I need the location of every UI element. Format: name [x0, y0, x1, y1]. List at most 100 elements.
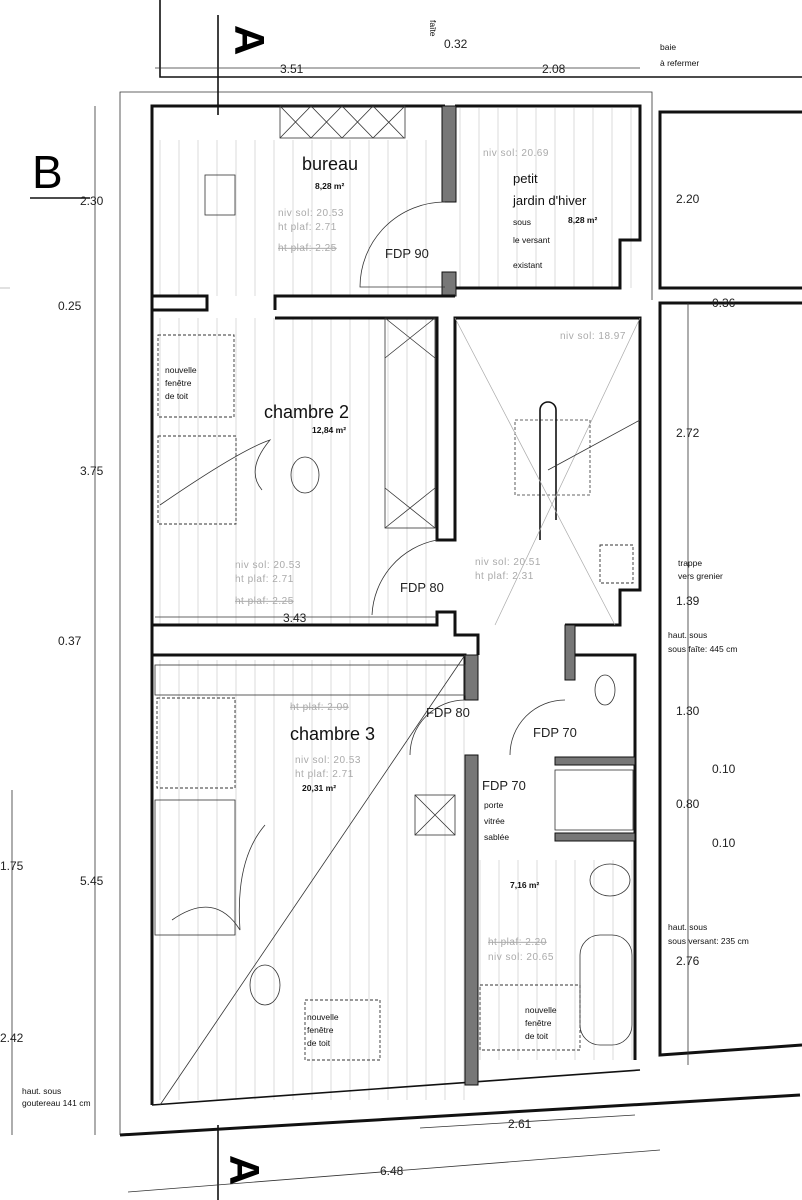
bed — [154, 799, 236, 936]
door-note: sablée — [484, 832, 509, 842]
dim-0-10-a: 0.10 — [712, 762, 736, 776]
skylight-label: fenêtre — [307, 1025, 334, 1035]
dim-1-30: 1.30 — [676, 704, 700, 718]
stair-hall: niv sol: 18.97 niv sol: 20.51 ht plaf: 2… — [475, 331, 723, 582]
dim-2-72: 2.72 — [676, 426, 700, 440]
room-jardin-hiver: niv sol: 20.69 petit jardin d'hiver sous… — [483, 148, 597, 270]
room-area: 12,84 m² — [312, 425, 346, 435]
skylight-label: fenêtre — [165, 378, 192, 388]
dim-3-51: 3.51 — [280, 62, 304, 76]
skylight-label: nouvelle — [307, 1012, 339, 1022]
dim-2-08: 2.08 — [542, 62, 566, 76]
dim-0-10-b: 0.10 — [712, 836, 736, 850]
door-label: FDP 90 — [385, 246, 429, 261]
door-label: FDP 80 — [400, 580, 444, 595]
old-ceiling-height: ht plaf: 2.09 — [290, 702, 349, 713]
dim-2-42: 2.42 — [0, 1031, 24, 1045]
skylight-label: nouvelle — [525, 1005, 557, 1015]
old-ceiling-height: ht plaf: 2.25 — [278, 243, 337, 254]
right-dimensions: 2.20 0.36 2.72 1.39 1.30 0.10 0.80 0.10 … — [676, 192, 736, 1065]
height-faite-line2: sous faîte: 445 cm — [668, 644, 737, 654]
walls — [150, 104, 642, 1105]
height-versant-line2: sous versant: 235 cm — [668, 936, 749, 946]
washbasin — [589, 863, 631, 897]
fixtures — [154, 105, 641, 1106]
baie-label: baie — [660, 42, 676, 52]
dim-2-30: 2.30 — [80, 194, 104, 208]
room-name: chambre 2 — [264, 402, 349, 422]
door-label: FDP 80 — [426, 705, 470, 720]
dim-3-75: 3.75 — [80, 464, 104, 478]
room-name-line: petit — [513, 171, 538, 186]
room-name-line: existant — [513, 260, 543, 270]
bottom-dimensions: 3.43 2.61 6.48 — [127, 611, 661, 1193]
wardrobe — [384, 317, 436, 529]
hatch-label: vers grenier — [678, 571, 723, 581]
room-bureau: bureau 8,28 m² niv sol: 20.53 ht plaf: 2… — [278, 154, 429, 261]
dim-2-76: 2.76 — [676, 954, 700, 968]
dim-1-75: 1.75 — [0, 859, 24, 873]
room-area: 7,16 m² — [510, 880, 539, 890]
dim-0-25: 0.25 — [58, 299, 82, 313]
skylight-label: nouvelle — [165, 365, 197, 375]
old-ceiling-height: ht plaf: 2.25 — [235, 596, 294, 607]
dim-faite-label: faîte — [428, 20, 438, 37]
skylight-label: de toit — [525, 1031, 549, 1041]
toilet — [594, 674, 616, 706]
desk-chair — [204, 174, 236, 216]
floor-level: niv sol: 20.65 — [488, 952, 554, 963]
context-lines — [0, 0, 802, 1137]
height-gout-line1: haut. sous — [22, 1086, 61, 1096]
height-versant-line1: haut. sous — [668, 922, 707, 932]
dim-1-39: 1.39 — [676, 594, 700, 608]
ceiling-height: ht plaf: 2.71 — [235, 574, 294, 585]
hatch-label: trappe — [678, 558, 702, 568]
room-name: chambre 3 — [290, 724, 375, 744]
door-label: FDP 70 — [482, 778, 526, 793]
room-bathroom: FDP 70 porte vitrée sablée 7,16 m² ht pl… — [482, 778, 557, 1041]
door-note: vitrée — [484, 816, 505, 826]
room-name-line: sous — [513, 217, 531, 227]
section-mark-a-top: A — [226, 25, 273, 55]
floor-level: niv sol: 20.51 — [475, 557, 541, 568]
left-dimensions: 2.30 0.25 3.75 0.37 5.45 1.75 2.42 — [0, 106, 104, 1135]
skylight — [157, 334, 235, 418]
room-name-line: le versant — [513, 235, 550, 245]
room-name: bureau — [302, 154, 358, 174]
room-chambre-3: ht plaf: 2.09 FDP 80 chambre 3 niv sol: … — [290, 702, 470, 1048]
dim-0-36: 0.36 — [712, 296, 736, 310]
floor-level: niv sol: 20.53 — [295, 755, 361, 766]
floor-level: niv sol: 20.53 — [278, 208, 344, 219]
room-chambre-2: nouvelle fenêtre de toit chambre 2 12,84… — [165, 365, 444, 607]
room-wc: FDP 70 — [533, 725, 577, 740]
height-gout-line2: goutereau 141 cm — [22, 1098, 91, 1108]
baie-label-2: à refermer — [660, 58, 699, 68]
person-figure — [249, 964, 281, 1006]
top-dimensions: 3.51 faîte 0.32 2.08 baie à refermer — [155, 20, 699, 76]
dim-3-43: 3.43 — [283, 611, 307, 625]
dim-5-45: 5.45 — [80, 874, 104, 888]
dim-0-32: 0.32 — [444, 37, 468, 51]
bathtub — [579, 934, 633, 1046]
floor-level: niv sol: 20.69 — [483, 148, 549, 159]
section-mark-b: B — [32, 146, 63, 198]
dim-2-61: 2.61 — [508, 1117, 532, 1131]
height-notes: haut. sous sous faîte: 445 cm haut. sous… — [22, 630, 749, 1108]
person-figure — [290, 456, 320, 494]
ceiling-height: ht plaf: 2.31 — [475, 571, 534, 582]
floor-level: niv sol: 20.53 — [235, 560, 301, 571]
door-label: FDP 70 — [533, 725, 577, 740]
room-name-line: jardin d'hiver — [512, 193, 587, 208]
floor-level: niv sol: 18.97 — [560, 331, 626, 342]
dim-2-20: 2.20 — [676, 192, 700, 206]
section-marks: A A B — [30, 15, 273, 1200]
room-area: 8,28 m² — [315, 181, 344, 191]
dim-6-48: 6.48 — [380, 1164, 404, 1178]
height-faite-line1: haut. sous — [668, 630, 707, 640]
ceiling-height: ht plaf: 2.20 — [488, 937, 547, 948]
skylight-label: fenêtre — [525, 1018, 552, 1028]
ceiling-height: ht plaf: 2.71 — [295, 769, 354, 780]
section-mark-a-bottom: A — [221, 1155, 268, 1185]
dim-0-37: 0.37 — [58, 634, 82, 648]
